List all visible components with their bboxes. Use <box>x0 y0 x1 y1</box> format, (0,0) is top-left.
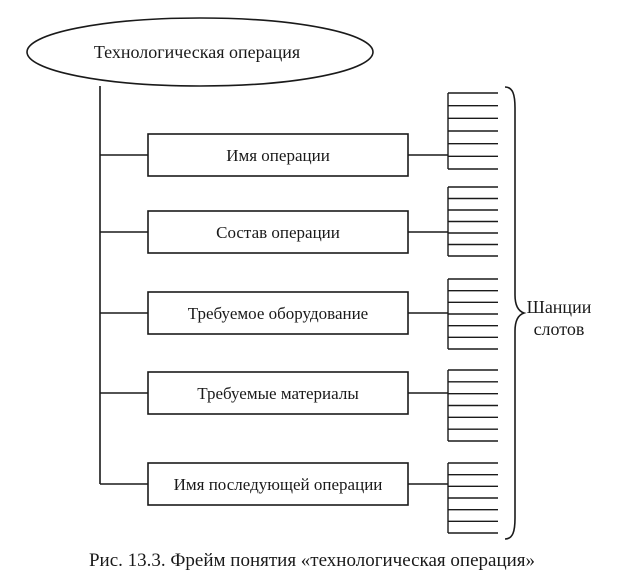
slot-label: Требуемые материалы <box>197 384 359 403</box>
slot-stack <box>447 278 498 350</box>
slot-box <box>147 462 409 506</box>
slot-box <box>147 133 409 177</box>
slot-row-2: Состав операции <box>100 210 448 254</box>
slot-box <box>147 210 409 254</box>
slot-row-1: Имя операции <box>100 133 448 177</box>
slot-stack <box>447 186 498 257</box>
root-node-label: Технологическая операция <box>94 42 300 62</box>
slot-row-5: Имя последующей операции <box>100 462 448 506</box>
figure-caption: Рис. 13.3. Фрейм понятия «технологическа… <box>88 550 536 571</box>
slot-stack <box>447 462 498 534</box>
slot-stack <box>447 369 498 442</box>
slot-box <box>147 291 409 335</box>
bracket-label-line2: слотов <box>534 319 585 339</box>
curly-brace <box>504 86 527 540</box>
root-node-ellipse <box>26 17 374 87</box>
slot-row-3: Требуемое оборудование <box>100 291 448 335</box>
slot-stack <box>447 92 498 170</box>
slot-label: Состав операции <box>216 223 340 242</box>
slot-label: Имя операции <box>226 146 330 165</box>
slot-row-4: Требуемые материалы <box>100 371 448 415</box>
slot-stacks <box>447 92 498 534</box>
slot-label: Требуемое оборудование <box>188 304 368 323</box>
slot-label: Имя последующей операции <box>174 475 383 494</box>
bracket-label-line1: Шанции <box>527 297 592 317</box>
slot-box <box>147 371 409 415</box>
